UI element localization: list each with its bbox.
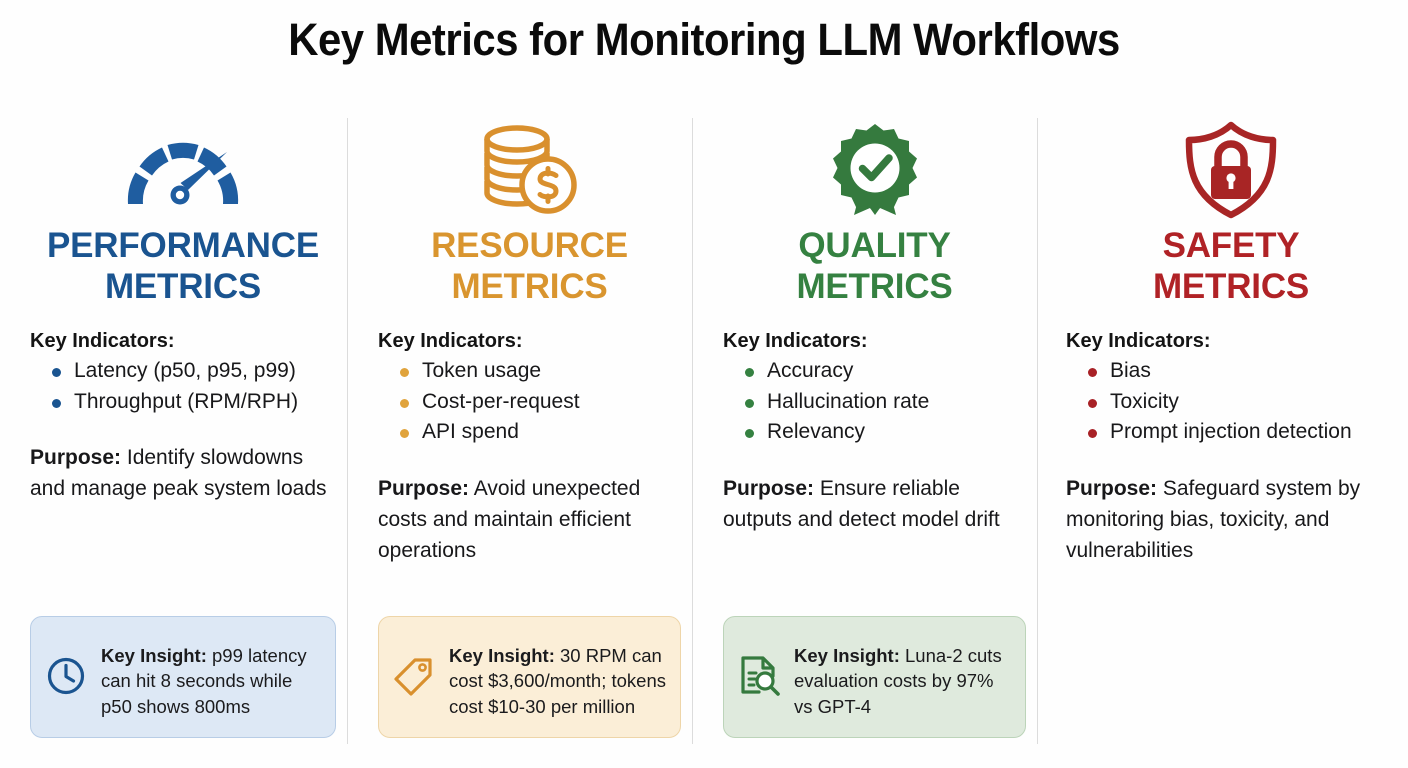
- indicator-label: Token usage: [422, 358, 542, 382]
- list-item: Cost-per-request: [400, 387, 681, 418]
- key-indicators-list: Accuracy Hallucination rate Relevancy: [723, 356, 1026, 448]
- indicator-label: Bias: [1110, 358, 1151, 382]
- indicator-label: Toxicity: [1110, 389, 1179, 413]
- column-divider: [347, 118, 348, 744]
- column-divider: [1037, 118, 1038, 744]
- indicator-label: Prompt injection detection: [1110, 420, 1352, 444]
- column-heading-performance: PERFORMANCE METRICS: [30, 226, 336, 308]
- column-resource-metrics: RESOURCE METRICS Key Indicators: Token u…: [348, 112, 693, 752]
- column-heading-resource: RESOURCE METRICS: [378, 226, 681, 308]
- purpose-label: Purpose:: [30, 446, 122, 470]
- indicator-label: Accuracy: [767, 358, 854, 382]
- column-performance-metrics: PERFORMANCE METRICS Key Indicators: Late…: [0, 112, 348, 752]
- bullet-icon: [1088, 398, 1097, 408]
- purpose-text: Purpose: Ensure reliable outputs and det…: [723, 474, 1026, 536]
- key-insight-label: Key Insight:: [794, 645, 900, 666]
- list-item: Relevancy: [745, 417, 1026, 448]
- column-heading-safety: SAFETY METRICS: [1066, 226, 1396, 308]
- key-indicators-list: Token usage Cost-per-request API spend: [378, 356, 681, 448]
- key-insight-box-quality: Key Insight: Luna-2 cuts evaluation cost…: [723, 616, 1026, 738]
- key-indicators-list: Bias Toxicity Prompt injection detection: [1066, 356, 1396, 448]
- purpose-label: Purpose:: [378, 476, 470, 500]
- bullet-icon: [745, 398, 754, 408]
- list-item: Token usage: [400, 356, 681, 387]
- column-divider: [692, 118, 693, 744]
- award-ribbon-check-icon: [723, 118, 1026, 222]
- price-tag-icon: [391, 653, 437, 699]
- list-item: Prompt injection detection: [1088, 417, 1396, 448]
- key-insight-body: 30 RPM can cost $3,600/month; tokens cos…: [449, 645, 666, 717]
- purpose-body: Ensure reliable outputs and detect model…: [723, 476, 1000, 531]
- bullet-icon: [1088, 429, 1097, 439]
- purpose-text: Purpose: Safeguard system by monitoring …: [1066, 474, 1396, 567]
- metrics-columns: PERFORMANCE METRICS Key Indicators: Late…: [0, 112, 1408, 752]
- list-item: Accuracy: [745, 356, 1026, 387]
- bullet-icon: [1088, 367, 1097, 377]
- column-heading-quality: QUALITY METRICS: [723, 226, 1026, 308]
- key-indicators-label: Key Indicators:: [30, 329, 175, 352]
- key-insight-label: Key Insight:: [101, 645, 207, 666]
- heading-line-1: PERFORMANCE: [47, 226, 319, 265]
- speedometer-gauge-icon: [30, 118, 336, 222]
- purpose-label: Purpose:: [723, 476, 815, 500]
- indicator-label: Throughput (RPM/RPH): [74, 389, 299, 413]
- list-item: Bias: [1088, 356, 1396, 387]
- bullet-icon: [400, 367, 409, 377]
- indicator-label: Latency (p50, p95, p99): [74, 358, 296, 382]
- heading-line-1: SAFETY: [1162, 226, 1300, 265]
- purpose-text: Purpose: Avoid unexpected costs and main…: [378, 474, 681, 567]
- key-indicators-label: Key Indicators:: [378, 329, 523, 352]
- bullet-icon: [400, 398, 409, 408]
- heading-line-2: METRICS: [1152, 266, 1310, 306]
- heading-line-2: METRICS: [796, 266, 953, 306]
- indicator-label: API spend: [422, 420, 519, 444]
- purpose-label: Purpose:: [1066, 476, 1158, 500]
- list-item: Latency (p50, p95, p99): [52, 356, 336, 387]
- list-item: Toxicity: [1088, 387, 1396, 418]
- bullet-icon: [745, 429, 754, 439]
- page-title: Key Metrics for Monitoring LLM Workflows: [288, 14, 1120, 65]
- heading-line-1: QUALITY: [798, 226, 951, 265]
- indicator-label: Cost-per-request: [422, 389, 580, 413]
- bullet-icon: [400, 429, 409, 439]
- column-quality-metrics: QUALITY METRICS Key Indicators: Accuracy…: [693, 112, 1038, 752]
- bullet-icon: [52, 367, 61, 377]
- key-insight-text: Key Insight: Luna-2 cuts evaluation cost…: [794, 631, 1011, 719]
- heading-line-1: RESOURCE: [431, 226, 628, 265]
- key-insight-box-performance: Key Insight: p99 latency can hit 8 secon…: [30, 616, 336, 738]
- key-indicators-list: Latency (p50, p95, p99) Throughput (RPM/…: [30, 356, 336, 417]
- heading-line-2: METRICS: [451, 266, 608, 306]
- key-insight-label: Key Insight:: [449, 645, 555, 666]
- key-insight-body: p99 latency can hit 8 seconds while p50 …: [101, 645, 307, 717]
- key-insight-body: Luna-2 cuts evaluation costs by 97% vs G…: [794, 645, 1002, 717]
- purpose-body: Identify slowdowns and manage peak syste…: [30, 446, 327, 501]
- key-indicators-label: Key Indicators:: [1066, 329, 1211, 352]
- indicator-label: Hallucination rate: [767, 389, 930, 413]
- column-safety-metrics: SAFETY METRICS Key Indicators: Bias Toxi…: [1038, 112, 1408, 752]
- shield-lock-icon: [1066, 118, 1396, 222]
- indicator-label: Relevancy: [767, 420, 866, 444]
- document-search-icon: [736, 653, 782, 699]
- list-item: Throughput (RPM/RPH): [52, 387, 336, 418]
- purpose-text: Purpose: Identify slowdowns and manage p…: [30, 443, 336, 505]
- key-insight-box-resource: Key Insight: 30 RPM can cost $3,600/mont…: [378, 616, 681, 738]
- bullet-icon: [52, 398, 61, 408]
- heading-line-2: METRICS: [104, 266, 262, 306]
- list-item: API spend: [400, 417, 681, 448]
- bullet-icon: [745, 367, 754, 377]
- purpose-body: Avoid unexpected costs and maintain effi…: [378, 476, 641, 562]
- purpose-body: Safeguard system by monitoring bias, tox…: [1066, 476, 1361, 562]
- list-item: Hallucination rate: [745, 387, 1026, 418]
- key-indicators-label: Key Indicators:: [723, 329, 868, 352]
- coin-stack-dollar-icon: [378, 118, 681, 222]
- key-insight-text: Key Insight: p99 latency can hit 8 secon…: [101, 631, 321, 719]
- key-insight-text: Key Insight: 30 RPM can cost $3,600/mont…: [449, 631, 666, 719]
- clock-icon: [43, 653, 89, 699]
